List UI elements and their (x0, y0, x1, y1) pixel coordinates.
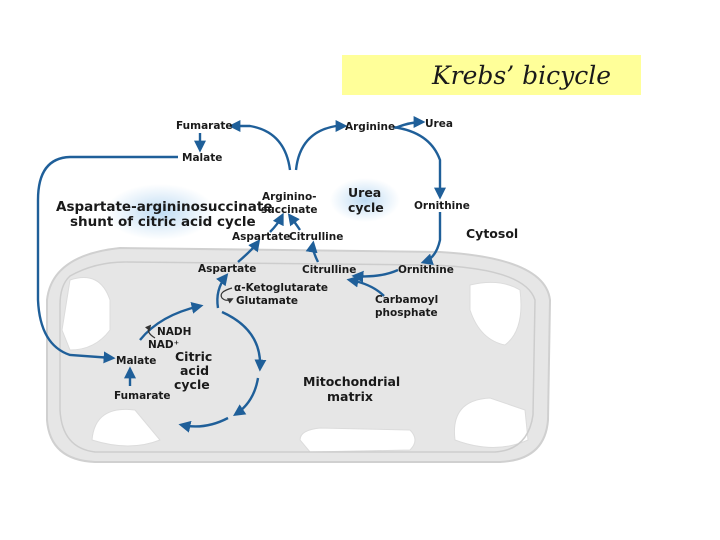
label-shunt-line1: Aspartate-argininosuccinate (56, 199, 272, 215)
label-ornithine-matrix: Ornithine (398, 264, 454, 276)
label-citric-3: cycle (174, 377, 210, 392)
label-fumarate-matrix: Fumarate (114, 390, 171, 402)
aspartate-to-argininosuccinate-arrow (270, 216, 282, 232)
label-urea-cycle-2: cycle (348, 200, 384, 215)
label-citric-2: acid (180, 363, 209, 378)
label-fumarate-top: Fumarate (176, 120, 233, 132)
arginine-to-ornithine-arrow (393, 127, 440, 196)
label-arginine: Arginine (345, 121, 395, 133)
label-carbamoyl-2: phosphate (375, 307, 438, 319)
label-argininosuccinate-1: Arginino- (262, 191, 317, 203)
label-malate-top: Malate (182, 152, 222, 164)
fumarate-arrow (232, 126, 290, 170)
label-citrulline-cytosol: Citrulline (289, 231, 343, 243)
label-citric-1: Citric (175, 349, 212, 364)
label-argininosuccinate-2: succinate (261, 204, 317, 216)
citrulline-to-argininosuccinate-arrow (290, 216, 300, 230)
label-carbamoyl-1: Carbamoyl (375, 294, 438, 306)
label-shunt-line2: shunt of citric acid cycle (70, 214, 256, 230)
label-malate-matrix: Malate (116, 355, 156, 367)
label-nadh: NADH (157, 326, 191, 338)
label-aspartate-matrix: Aspartate (198, 263, 256, 275)
label-mito-1: Mitochondrial (303, 374, 400, 389)
urea-branch-arrow (395, 122, 422, 128)
label-ketoglutarate: α-Ketoglutarate (234, 282, 328, 294)
label-mito-2: matrix (327, 389, 373, 404)
label-ornithine-cytosol: Ornithine (414, 200, 470, 212)
label-cytosol: Cytosol (466, 226, 518, 241)
label-glutamate: Glutamate (236, 295, 298, 307)
label-aspartate-cytosol: Aspartate (232, 231, 290, 243)
argininosuccinate-to-arginine-arrow (296, 126, 344, 170)
label-urea: Urea (425, 118, 453, 130)
label-urea-cycle-1: Urea (348, 185, 381, 200)
label-citrulline-matrix: Citrulline (302, 264, 356, 276)
